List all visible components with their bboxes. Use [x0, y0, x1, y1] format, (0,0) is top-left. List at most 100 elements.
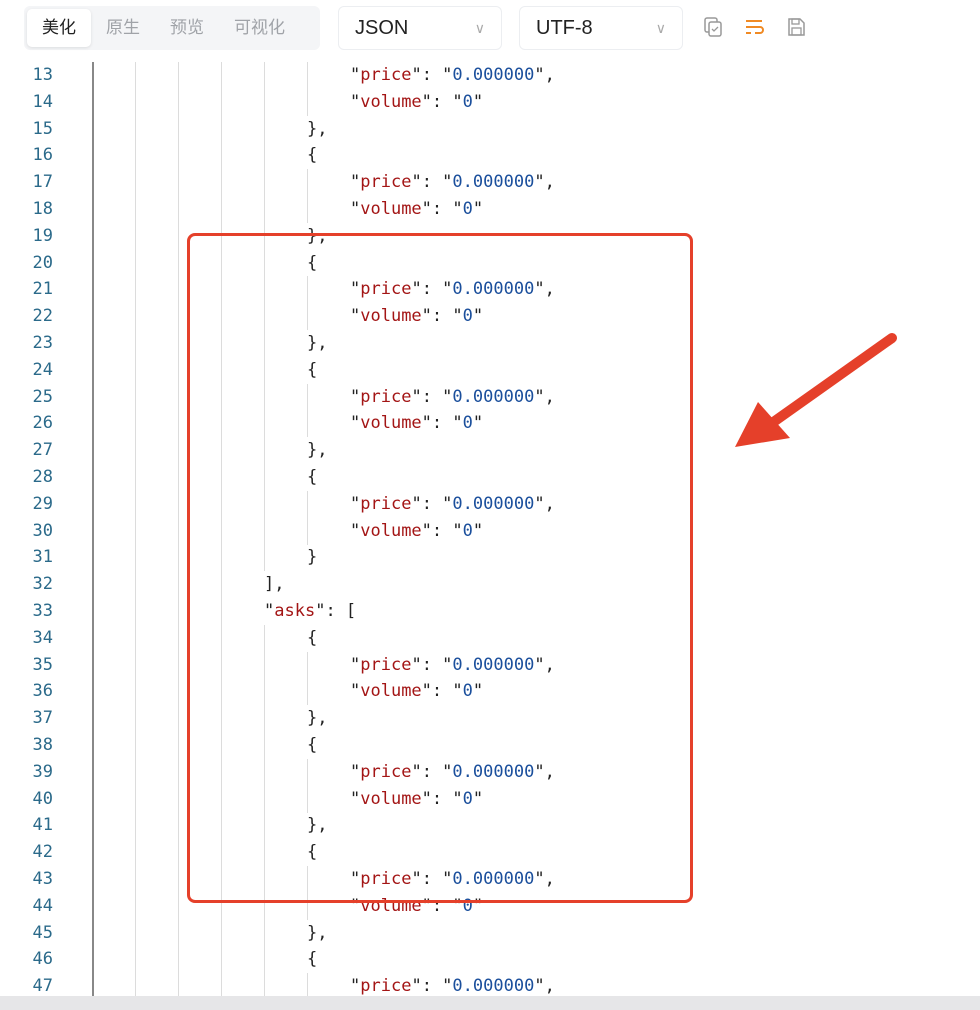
tab-visualize[interactable]: 可视化	[234, 18, 285, 37]
code-line: 28{	[0, 464, 980, 491]
indent-guide	[307, 785, 308, 813]
indent-guide	[135, 946, 136, 974]
code-text: "volume": "0"	[350, 520, 484, 541]
json-key: volume	[360, 306, 422, 327]
indent-guide	[221, 383, 222, 411]
indent-guide	[178, 303, 179, 331]
punctuation: }	[307, 547, 318, 568]
indent-guide	[135, 678, 136, 706]
indent-guide	[178, 919, 179, 947]
tab-preview[interactable]: 预览	[170, 18, 204, 37]
indent-guide	[135, 624, 136, 652]
punctuation: {	[307, 627, 318, 648]
save-icon[interactable]	[785, 16, 807, 38]
indent-guide	[92, 383, 94, 411]
line-number: 30	[32, 520, 53, 541]
code-line: 22"volume": "0"	[0, 303, 980, 331]
json-value: 0	[462, 91, 473, 112]
code-editor[interactable]: 13"price": "0.000000",14"volume": "0"15}…	[0, 62, 980, 1000]
indent-guide	[221, 732, 222, 759]
code-line: 25"price": "0.000000",	[0, 383, 980, 411]
line-number: 29	[32, 493, 53, 514]
punctuation: ,	[544, 761, 555, 782]
indent-guide	[221, 785, 222, 813]
line-number: 16	[32, 145, 53, 166]
indent-guide	[92, 169, 94, 197]
encoding-select[interactable]: UTF-8 ∨	[519, 6, 683, 50]
chevron-down-icon: ∨	[474, 19, 485, 36]
json-key: price	[360, 65, 412, 85]
indent-guide	[178, 169, 179, 197]
indent-guide	[178, 222, 179, 250]
json-value: 0.000000	[452, 493, 535, 514]
code-text: },	[307, 330, 327, 357]
indent-guide	[221, 892, 222, 920]
code-text: "price": "0.000000",	[350, 493, 555, 514]
indent-guide	[135, 249, 136, 277]
indent-guide	[264, 276, 265, 304]
code-text: "price": "0.000000",	[350, 279, 555, 300]
indent-guide	[135, 785, 136, 813]
code-text: "volume": "0"	[350, 788, 484, 809]
json-value: 0	[462, 895, 473, 916]
indent-guide	[92, 490, 94, 518]
indent-guide	[221, 758, 222, 786]
indent-guide	[92, 919, 94, 947]
indent-guide	[221, 249, 222, 277]
indent-guide	[264, 866, 265, 893]
arrow-annotation-icon	[735, 333, 897, 447]
indent-guide	[135, 303, 136, 331]
indent-guide	[135, 169, 136, 197]
indent-guide	[92, 571, 94, 599]
tab-raw[interactable]: 原生	[106, 18, 140, 37]
punctuation: ,	[544, 654, 555, 675]
indent-guide	[264, 437, 265, 465]
indent-guide	[307, 169, 308, 197]
indent-guide	[135, 383, 136, 411]
indent-guide	[135, 490, 136, 518]
json-key: volume	[360, 413, 422, 434]
indent-guide	[307, 410, 308, 438]
indent-guide	[92, 303, 94, 331]
indent-guide	[178, 866, 179, 893]
json-value: 0	[462, 306, 473, 327]
window-bottom-edge	[0, 996, 980, 1010]
indent-guide	[307, 383, 308, 411]
line-number: 34	[32, 627, 53, 648]
code-line: 17"price": "0.000000",	[0, 169, 980, 197]
indent-guide	[178, 88, 179, 116]
code-line: 16{	[0, 142, 980, 170]
line-number: 23	[32, 333, 53, 353]
code-text: "price": "0.000000",	[350, 976, 555, 997]
punctuation: ,	[544, 869, 555, 889]
punctuation: },	[307, 815, 328, 836]
punctuation: {	[307, 949, 318, 970]
indent-guide	[264, 330, 265, 357]
indent-guide	[307, 517, 308, 545]
indent-guide	[221, 919, 222, 947]
indent-guide	[264, 705, 265, 733]
json-key: volume	[360, 681, 422, 702]
json-key: price	[360, 279, 412, 300]
indent-guide	[307, 973, 308, 1000]
json-key: price	[360, 493, 412, 514]
indent-guide	[178, 249, 179, 277]
chevron-down-icon: ∨	[655, 19, 666, 36]
line-number: 22	[32, 306, 53, 327]
indent-guide	[264, 356, 265, 384]
copy-icon[interactable]	[702, 16, 724, 38]
indent-guide	[264, 892, 265, 920]
line-number: 41	[32, 815, 53, 836]
format-select[interactable]: JSON ∨	[338, 6, 502, 50]
line-number: 44	[32, 895, 53, 916]
indent-guide	[221, 517, 222, 545]
indent-guide	[307, 303, 308, 331]
indent-guide	[92, 758, 94, 786]
indent-guide	[221, 62, 222, 89]
json-value: 0.000000	[452, 65, 535, 85]
wrap-icon[interactable]	[743, 16, 765, 38]
indent-guide	[264, 973, 265, 1000]
indent-guide	[221, 142, 222, 170]
tab-beautify[interactable]: 美化	[27, 9, 91, 47]
indent-guide	[135, 812, 136, 840]
